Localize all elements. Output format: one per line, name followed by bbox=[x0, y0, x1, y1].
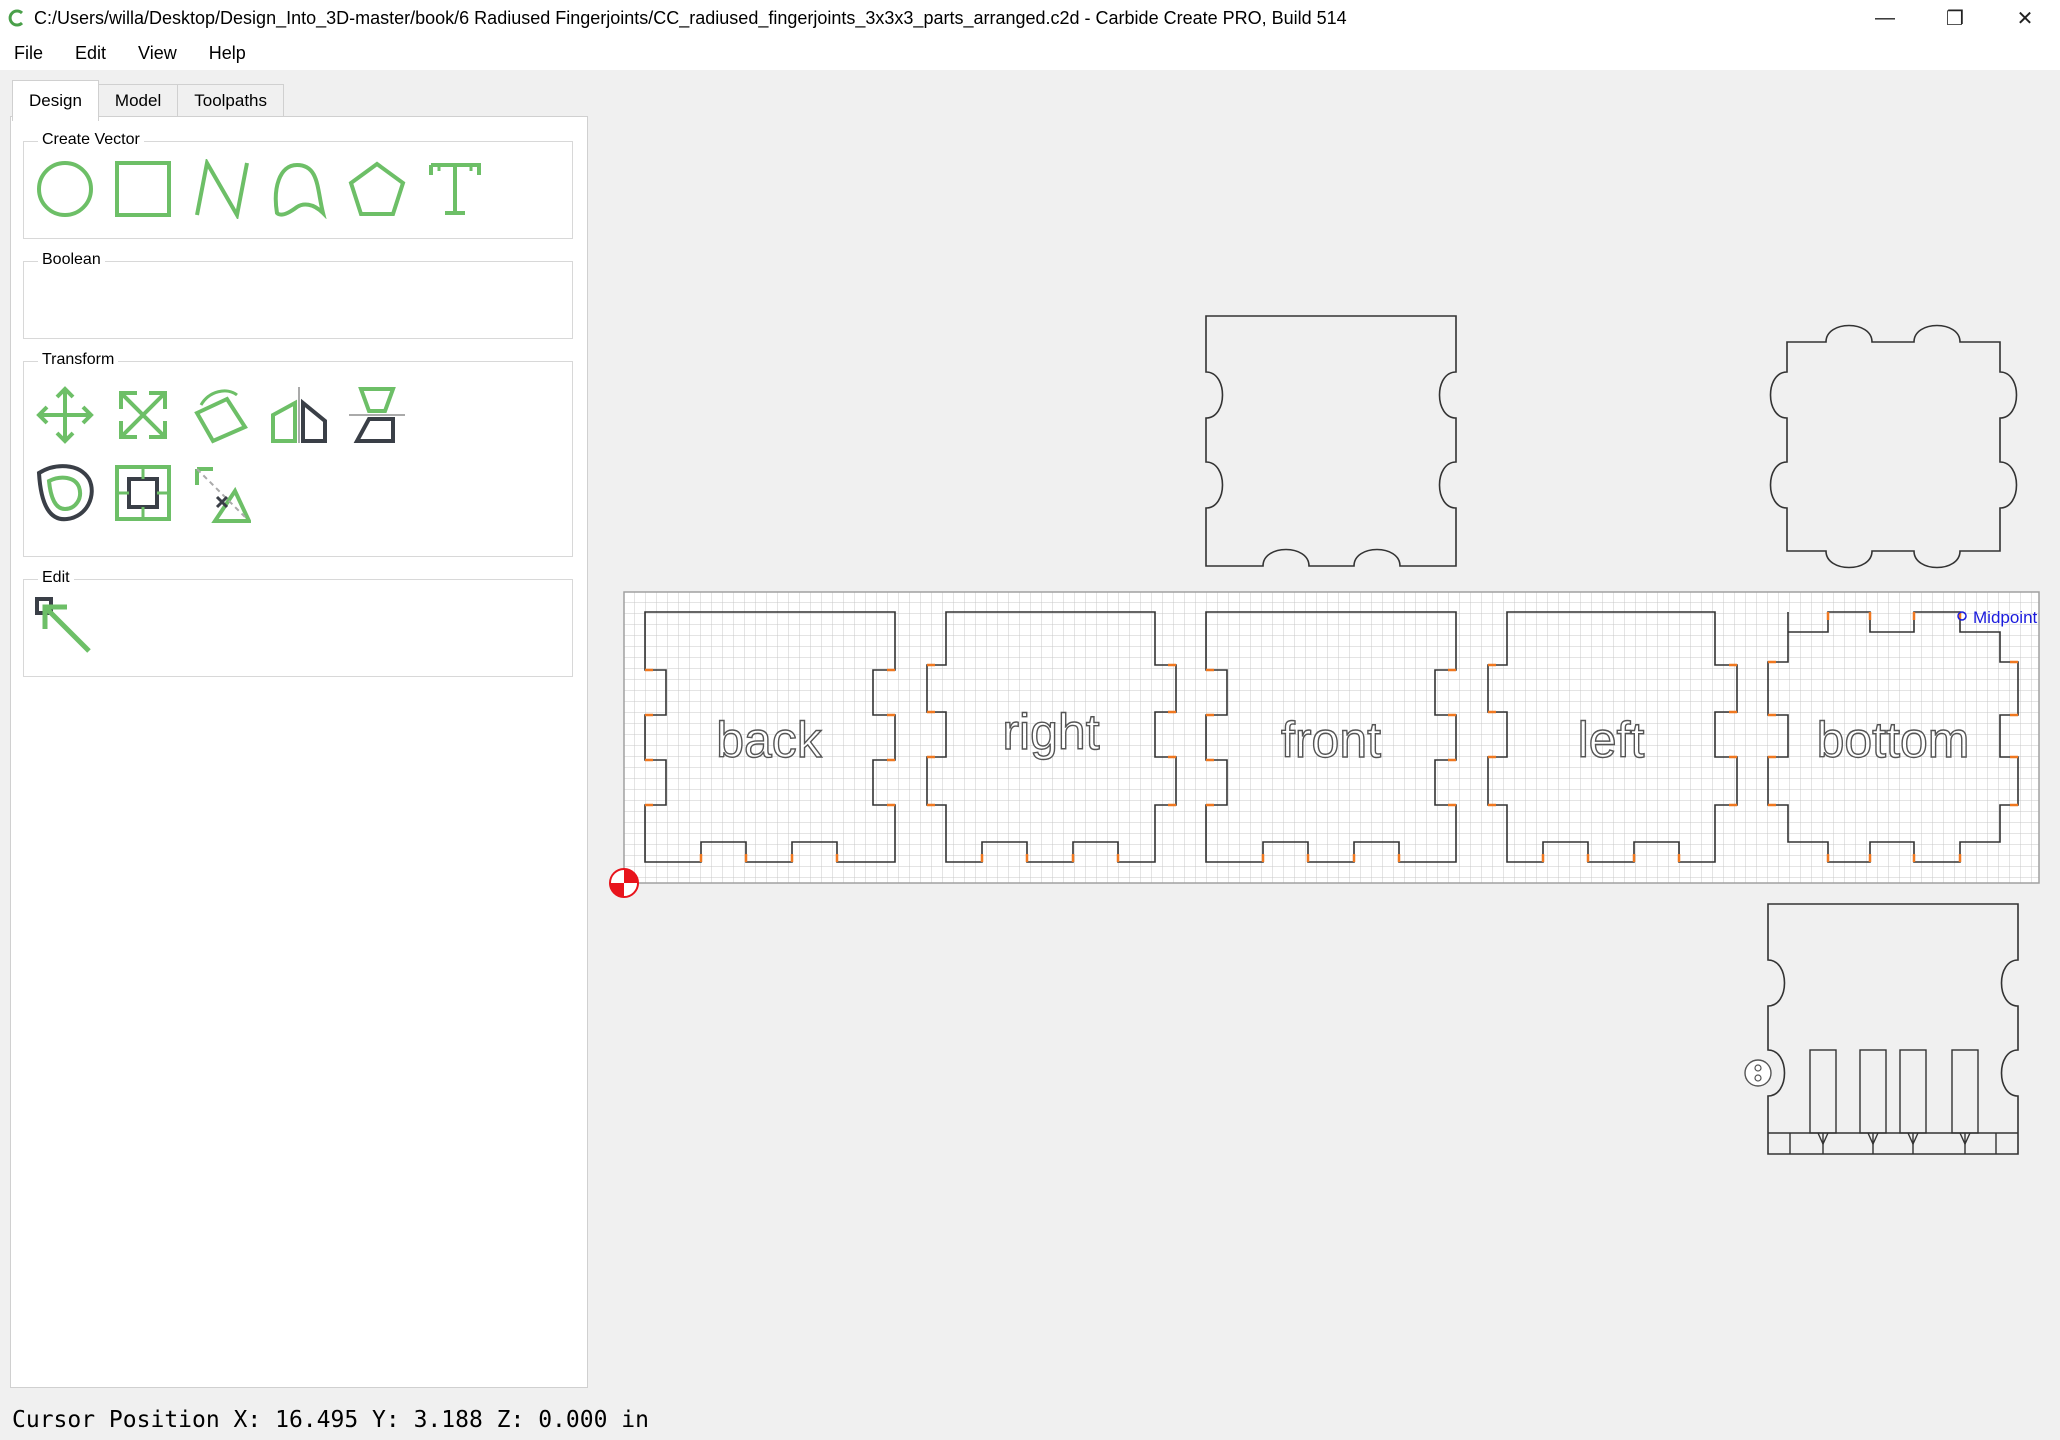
window-controls: — ❐ ✕ bbox=[1850, 0, 2060, 36]
scale-tool[interactable] bbox=[112, 384, 174, 446]
menu-bar: File Edit View Help bbox=[0, 36, 2060, 70]
lower-part-handle-icon[interactable] bbox=[1744, 1059, 1772, 1087]
close-button[interactable]: ✕ bbox=[2016, 7, 2034, 30]
boolean-title: Boolean bbox=[38, 251, 105, 269]
part-lower-right-outline[interactable] bbox=[1767, 903, 2019, 1155]
node-edit-tool[interactable] bbox=[34, 596, 96, 658]
flip-tool[interactable] bbox=[346, 384, 408, 446]
part-upper-right-outline[interactable] bbox=[1769, 324, 2018, 569]
transform-group: Transform bbox=[23, 351, 573, 557]
polygon-icon bbox=[348, 161, 406, 216]
rotate-tool[interactable] bbox=[190, 384, 252, 446]
align-icon bbox=[115, 465, 171, 521]
polyline-icon bbox=[195, 159, 249, 219]
edit-title: Edit bbox=[38, 569, 74, 587]
panel-tabs: Design Model Toolpaths bbox=[12, 80, 285, 121]
lower-part-slots bbox=[1768, 1049, 2018, 1154]
trim-icon bbox=[195, 467, 251, 523]
text-tool[interactable] bbox=[424, 158, 486, 220]
design-panel: Create Vector Boolean bbox=[10, 116, 588, 1388]
window-title: C:/Users/willa/Desktop/Design_Into_3D-ma… bbox=[34, 7, 1347, 28]
canvas-grid bbox=[623, 591, 2040, 884]
edit-group: Edit bbox=[23, 569, 573, 677]
polyline-tool[interactable] bbox=[190, 158, 252, 220]
rectangle-tool[interactable] bbox=[112, 158, 174, 220]
move-tool[interactable] bbox=[34, 384, 96, 446]
minimize-button[interactable]: — bbox=[1875, 6, 1895, 29]
create-vector-title: Create Vector bbox=[38, 131, 144, 149]
offset-icon bbox=[36, 464, 94, 522]
text-icon bbox=[429, 163, 481, 215]
tab-model[interactable]: Model bbox=[97, 84, 179, 117]
menu-help[interactable]: Help bbox=[208, 42, 246, 63]
curve-icon bbox=[273, 162, 327, 219]
create-vector-group: Create Vector bbox=[23, 131, 573, 239]
circle-tool[interactable] bbox=[34, 158, 96, 220]
origin-marker bbox=[609, 868, 639, 898]
trim-tool[interactable] bbox=[190, 462, 252, 524]
status-bar: Cursor Position X: 16.495 Y: 3.188 Z: 0.… bbox=[0, 1400, 2060, 1440]
align-tool[interactable] bbox=[112, 462, 174, 524]
left-panel-area: Design Model Toolpaths Create Vector bbox=[0, 70, 600, 1400]
circle-icon bbox=[37, 161, 93, 217]
menu-edit[interactable]: Edit bbox=[75, 42, 107, 63]
transform-title: Transform bbox=[38, 351, 119, 369]
cursor-position: Cursor Position X: 16.495 Y: 3.188 Z: 0.… bbox=[12, 1407, 649, 1433]
snap-midpoint-icon bbox=[1957, 611, 1967, 621]
carbide-app-icon bbox=[8, 9, 24, 27]
menu-view[interactable]: View bbox=[138, 42, 177, 63]
design-canvas[interactable]: back right front left bottom Midpoint bbox=[600, 70, 2060, 1400]
snap-label: Midpoint bbox=[1973, 608, 2038, 627]
rectangle-icon bbox=[115, 161, 171, 217]
part-label-left: left bbox=[1578, 712, 1645, 768]
canvas-drawing: back right front left bottom Midpoint bbox=[609, 315, 2040, 1155]
boolean-group: Boolean bbox=[23, 251, 573, 339]
mirror-icon bbox=[271, 387, 327, 443]
title-bar: C:/Users/willa/Desktop/Design_Into_3D-ma… bbox=[0, 0, 2060, 36]
joint-markers bbox=[645, 612, 2018, 862]
select-node-icon bbox=[35, 597, 91, 653]
part-upper-center-outline[interactable] bbox=[1205, 315, 1457, 567]
polygon-tool[interactable] bbox=[346, 158, 408, 220]
offset-tool[interactable] bbox=[34, 462, 96, 524]
part-bottom-outline[interactable] bbox=[1767, 611, 2019, 863]
part-label-front: front bbox=[1281, 712, 1381, 768]
part-label-back: back bbox=[716, 712, 823, 768]
flip-icon bbox=[349, 387, 405, 443]
restore-button[interactable]: ❐ bbox=[1946, 7, 1964, 30]
menu-file[interactable]: File bbox=[14, 42, 44, 63]
curve-tool[interactable] bbox=[268, 158, 330, 220]
scale-icon bbox=[119, 391, 167, 439]
tab-design[interactable]: Design bbox=[12, 80, 99, 121]
tab-toolpaths[interactable]: Toolpaths bbox=[177, 84, 285, 117]
part-label-right: right bbox=[1002, 704, 1099, 760]
part-label-bottom: bottom bbox=[1817, 712, 1970, 768]
rotate-icon bbox=[194, 389, 248, 444]
move-icon bbox=[36, 386, 94, 444]
mirror-tool[interactable] bbox=[268, 384, 330, 446]
